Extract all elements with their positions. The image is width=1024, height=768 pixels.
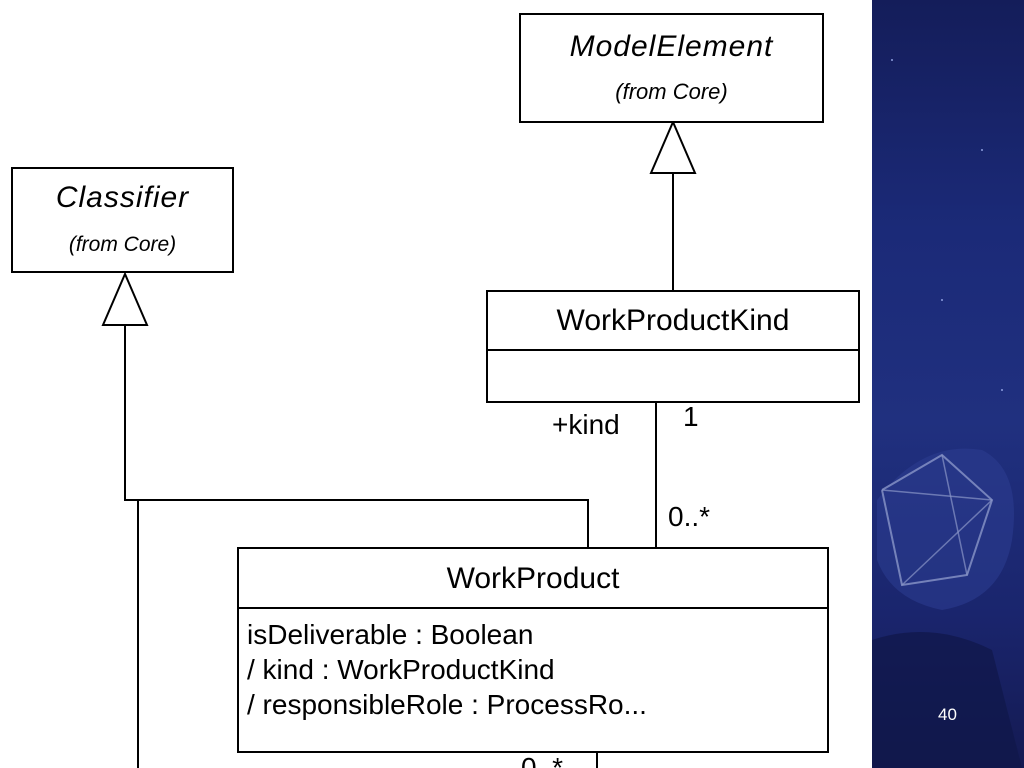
association-upper-multiplicity: 1 — [683, 401, 699, 432]
attribute-kind: / kind : WorkProductKind — [247, 654, 555, 685]
generalization-line-workproduct — [124, 325, 589, 548]
work-product-kind-class: WorkProductKind — [486, 290, 860, 403]
bottom-multiplicity: 0..* — [521, 752, 564, 768]
work-product-name: WorkProduct — [239, 549, 827, 609]
page-number: 40 — [938, 705, 957, 724]
classifier-class: Classifier (from Core) — [11, 167, 234, 273]
association-role-label: +kind — [552, 409, 620, 440]
model-element-package: (from Core) — [615, 79, 728, 104]
association-lower-multiplicity: 0..* — [668, 501, 711, 532]
generalization-arrowhead-classifier — [101, 271, 149, 326]
space-station-illustration — [872, 59, 1022, 768]
model-element-name: ModelElement — [569, 30, 774, 63]
generalization-arrowhead-modelelement — [649, 119, 697, 174]
work-product-kind-attributes — [488, 351, 858, 403]
classifier-name: Classifier — [55, 181, 190, 214]
decorative-space-panel — [872, 0, 1024, 768]
attribute-responsible-role: / responsibleRole : ProcessRo... — [247, 689, 647, 720]
work-product-attributes: isDeliverable : Boolean / kind : WorkPro… — [239, 609, 827, 722]
work-product-class: WorkProduct isDeliverable : Boolean / ki… — [237, 547, 829, 753]
classifier-package: (from Core) — [68, 233, 177, 256]
attribute-is-deliverable: isDeliverable : Boolean — [247, 619, 534, 650]
work-product-kind-name: WorkProductKind — [488, 292, 858, 351]
model-element-class: ModelElement (from Core) — [519, 13, 824, 123]
